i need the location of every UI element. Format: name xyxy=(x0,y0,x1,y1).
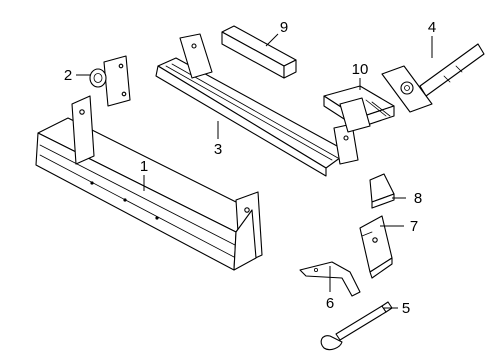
part-8-small-bracket xyxy=(369,173,395,209)
callout-8: 8 xyxy=(414,190,422,207)
part-9-foam-block xyxy=(221,25,297,79)
callout-6: 6 xyxy=(326,295,334,312)
callout-3: 3 xyxy=(214,141,222,158)
part-10-connector-module xyxy=(323,85,395,133)
part-7-side-bracket xyxy=(359,215,393,279)
part-1-bumper-reinforcement xyxy=(35,95,263,271)
callout-2: 2 xyxy=(64,67,72,84)
callout-numbers: 1 2 3 4 5 6 7 8 9 10 xyxy=(64,19,436,317)
part-4-jack-handle xyxy=(381,43,485,113)
callout-1: 1 xyxy=(140,158,148,175)
part-5-hook-rod xyxy=(320,301,393,351)
callout-5: 5 xyxy=(402,300,410,317)
callout-7: 7 xyxy=(410,218,418,235)
leader-lines xyxy=(76,33,433,309)
part-6-lower-bracket xyxy=(299,261,361,297)
leader-9 xyxy=(265,33,279,47)
callout-9: 9 xyxy=(280,19,288,36)
callout-10: 10 xyxy=(352,61,369,78)
part-2-mounting-bracket xyxy=(89,55,131,107)
callout-4: 4 xyxy=(428,19,436,36)
